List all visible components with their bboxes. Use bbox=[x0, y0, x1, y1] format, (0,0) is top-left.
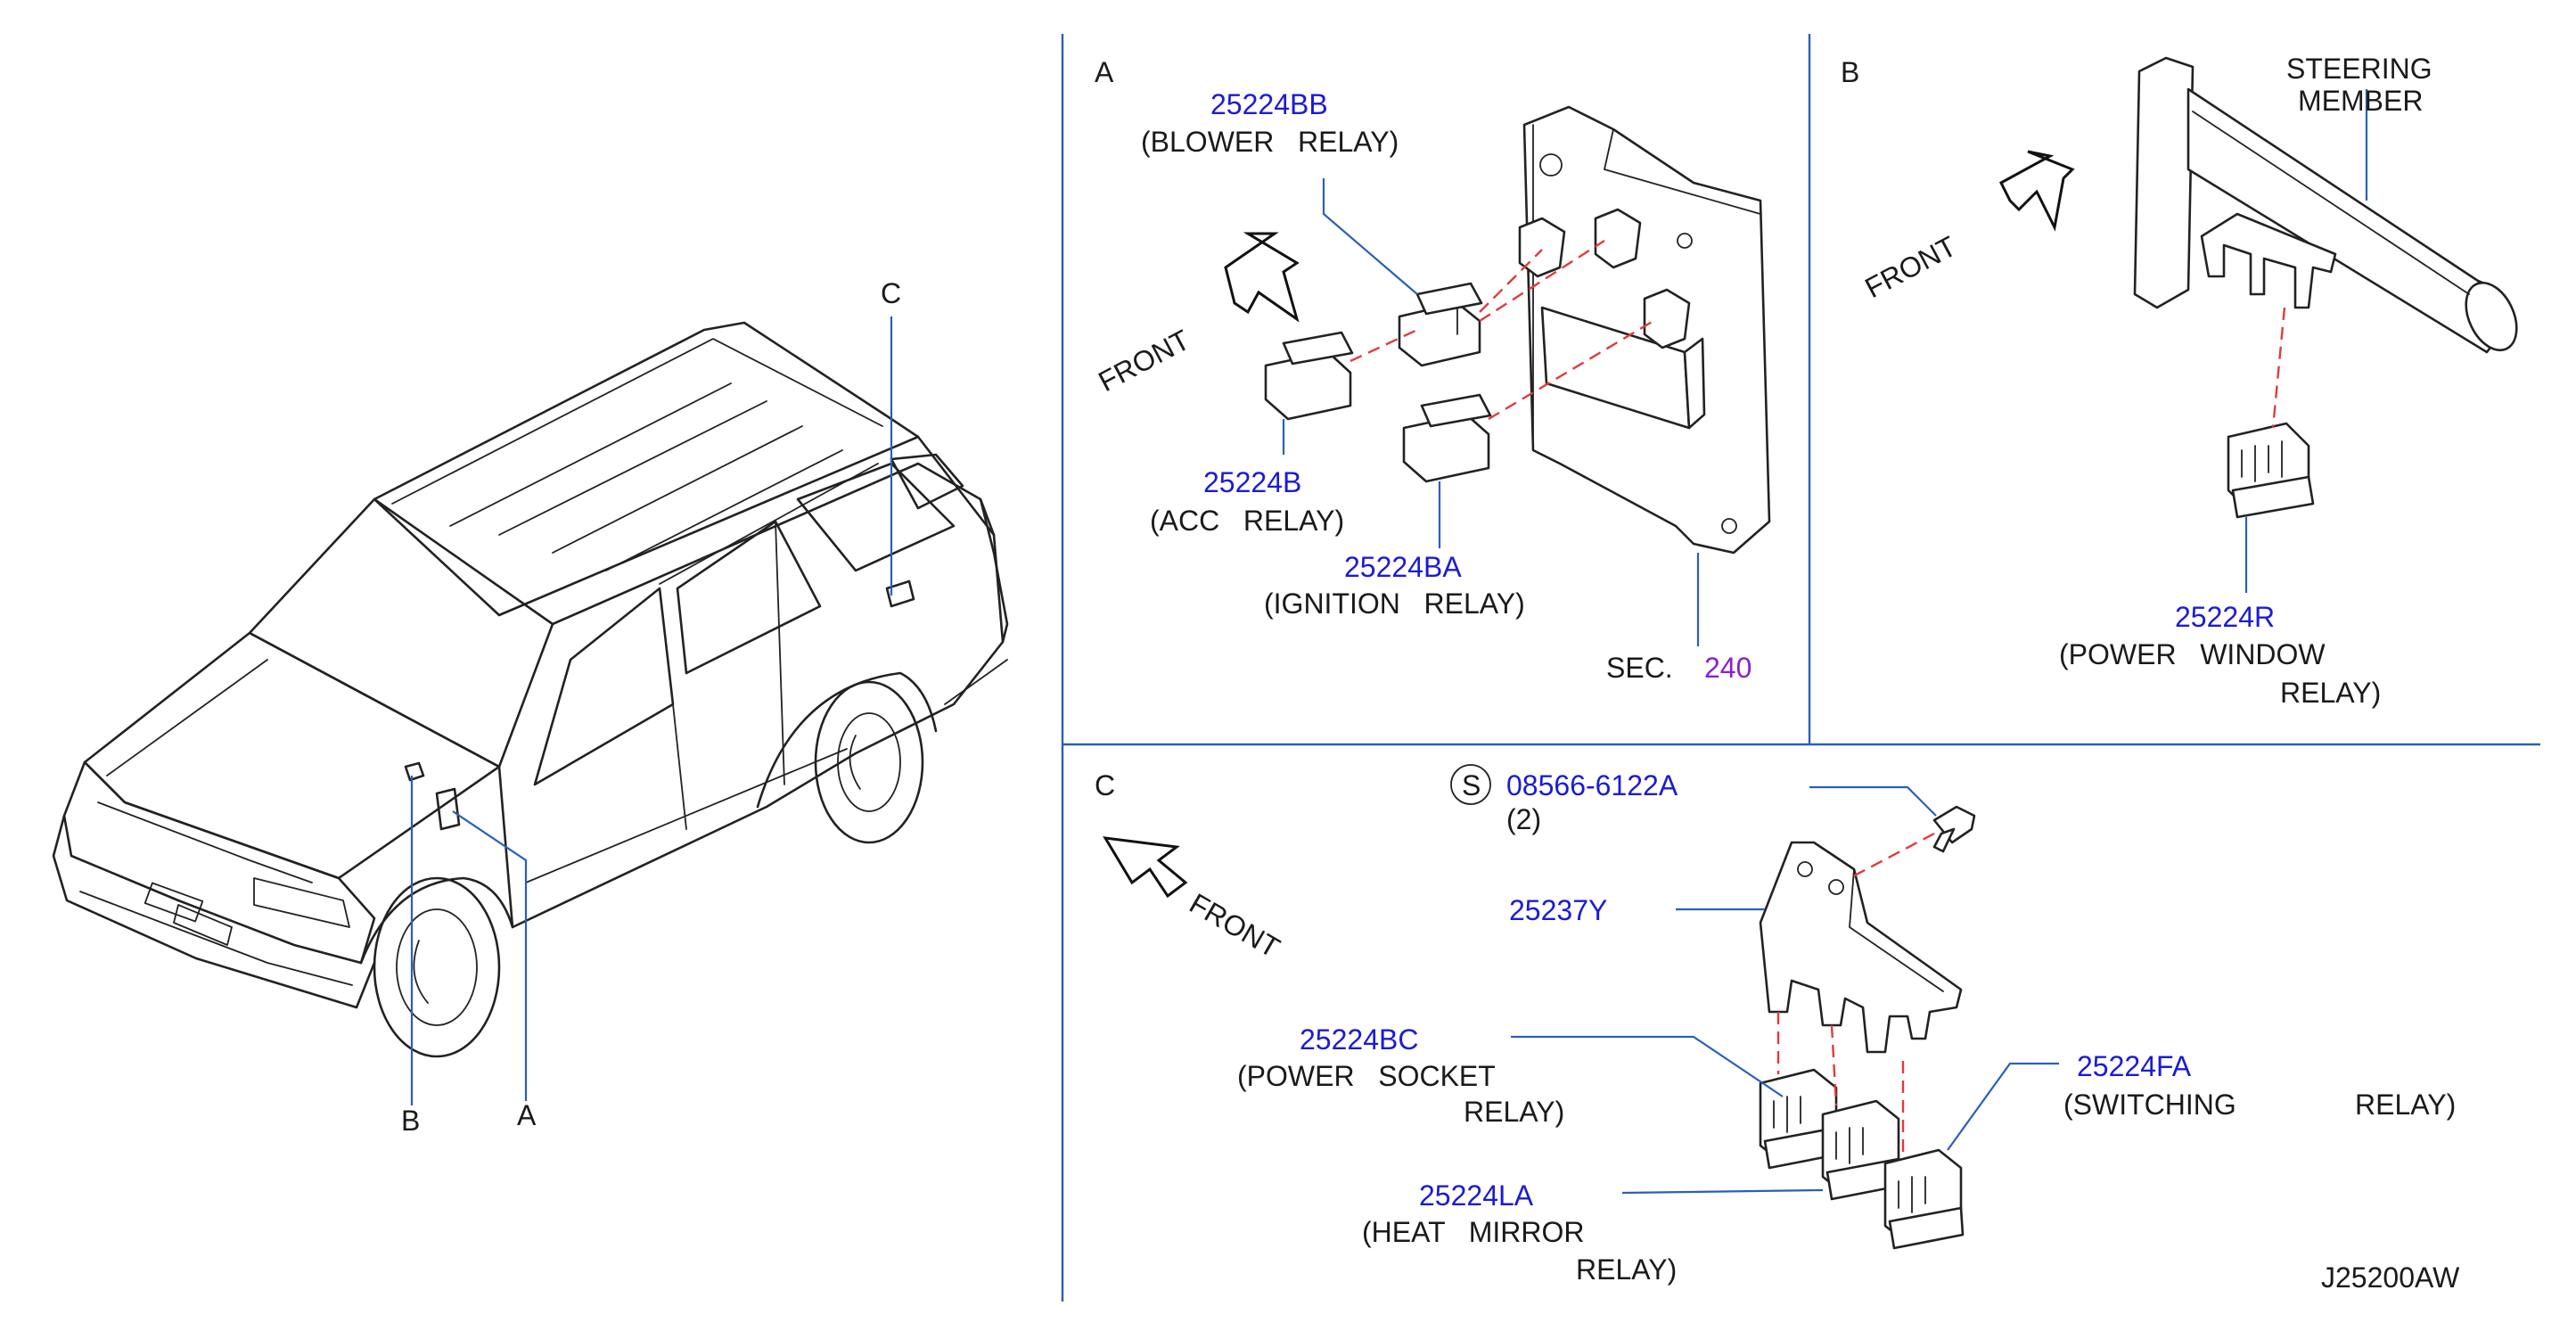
switching-relay-name1: (SWITCHING bbox=[2063, 1089, 2236, 1121]
panel-a-front-text: FRONT bbox=[1093, 324, 1194, 399]
ignition-relay bbox=[1402, 393, 1492, 483]
panel-b-leaders bbox=[2244, 89, 2368, 593]
acc-relay bbox=[1264, 331, 1354, 421]
blower-relay-name: (BLOWER RELAY) bbox=[1141, 126, 1399, 158]
steering-member bbox=[2133, 56, 2518, 354]
panel-c-front-text: FRONT bbox=[1185, 887, 1285, 964]
power-socket-relay-number: 25224BC bbox=[1300, 1023, 1418, 1056]
front-arrow-icon bbox=[1224, 232, 1300, 323]
screw-icon bbox=[1932, 805, 1976, 853]
switching-relay bbox=[1883, 1148, 1965, 1250]
ignition-relay-number: 25224BA bbox=[1344, 551, 1462, 583]
section-prefix: SEC. bbox=[1606, 652, 1673, 684]
overview-leaders bbox=[410, 316, 893, 1105]
acc-relay-number: 25224B bbox=[1203, 466, 1301, 498]
callout-a: A bbox=[517, 1099, 537, 1131]
switching-relay-number: 25224FA bbox=[2077, 1050, 2192, 1082]
power-window-relay-number: 25224R bbox=[2175, 601, 2275, 633]
panel-a-leaders bbox=[1282, 178, 1700, 646]
switching-relay-name2: RELAY) bbox=[2355, 1089, 2456, 1121]
callout-c: C bbox=[881, 277, 901, 309]
panel-c-label: C bbox=[1095, 769, 1115, 801]
ignition-relay-name: (IGNITION RELAY) bbox=[1264, 588, 1525, 620]
front-arrow-icon bbox=[1999, 150, 2075, 232]
panel-a-guides bbox=[1350, 239, 1654, 421]
bracket-number: 25237Y bbox=[1509, 894, 1607, 926]
power-window-relay bbox=[2227, 422, 2315, 519]
front-arrow-icon bbox=[1103, 836, 1188, 899]
panel-c-leaders bbox=[1511, 785, 2059, 1195]
screw-qty: (2) bbox=[1506, 803, 1541, 835]
heat-mirror-relay-name1: (HEAT MIRROR bbox=[1362, 1216, 1584, 1248]
power-window-relay-name2: RELAY) bbox=[2280, 677, 2381, 709]
vehicle-illustration bbox=[52, 321, 1009, 1058]
screw-number: 08566-6122A bbox=[1506, 769, 1678, 801]
heat-mirror-relay bbox=[1821, 1099, 1902, 1201]
bcm-module bbox=[1518, 105, 1771, 555]
panel-a-label: A bbox=[1095, 56, 1114, 88]
callout-b: B bbox=[401, 1105, 420, 1137]
relay-bracket bbox=[1759, 841, 1963, 1054]
power-socket-relay-name1: (POWER SOCKET bbox=[1237, 1060, 1496, 1092]
blower-relay-number: 25224BB bbox=[1210, 88, 1328, 120]
panel-b-label: B bbox=[1841, 56, 1859, 88]
panel-dividers bbox=[1061, 34, 2540, 1302]
screw-symbol-circle bbox=[1450, 764, 1491, 805]
section-number: 240 bbox=[1704, 652, 1752, 684]
heat-mirror-relay-number: 25224LA bbox=[1419, 1179, 1534, 1212]
heat-mirror-relay-name2: RELAY) bbox=[1576, 1253, 1677, 1286]
blower-relay bbox=[1398, 282, 1483, 367]
power-socket-relay-name2: RELAY) bbox=[1464, 1096, 1564, 1128]
steering-member-line2: MEMBER bbox=[2298, 85, 2423, 117]
power-window-relay-name1: (POWER WINDOW bbox=[2059, 638, 2326, 670]
panel-b-front-text: FRONT bbox=[1859, 230, 1961, 305]
screw-symbol: S bbox=[1462, 769, 1481, 801]
steering-member-line1: STEERING bbox=[2286, 53, 2432, 85]
panel-c-guides bbox=[1776, 1012, 1905, 1155]
diagram-code: J25200AW bbox=[2321, 1261, 2460, 1294]
acc-relay-name: (ACC RELAY) bbox=[1150, 505, 1344, 537]
